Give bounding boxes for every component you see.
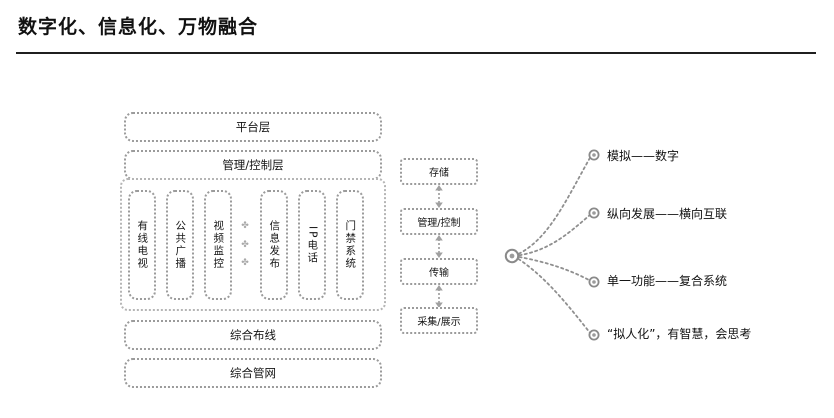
service-column-video-surveillance[interactable]: 视频监控 xyxy=(204,190,232,300)
layer-box-integrated-pipeline-label: 综合管网 xyxy=(230,366,276,380)
branch-node-center-icon xyxy=(592,153,596,157)
trend-item-vertical-to-horizontal: 纵向发展——横向互联 xyxy=(607,207,728,221)
hub-node-center-icon xyxy=(509,253,515,259)
flow-box-acquisition-display-label: 采集/展示 xyxy=(417,317,461,328)
branch-node-center-icon xyxy=(592,280,596,284)
service-column-information-release[interactable]: 信息发布 xyxy=(260,190,288,300)
left-architecture-stack: 平台层 管理/控制层 有线电视 公共广播 视频监控 ✤ ✤ ✤ 信息发布 IP电… xyxy=(120,112,386,388)
flow-box-transmission[interactable]: 传输 xyxy=(400,258,478,285)
flow-box-management-control-label: 管理/控制 xyxy=(417,218,461,229)
service-column-cable-tv[interactable]: 有线电视 xyxy=(128,190,156,300)
trend-item-anthropomorphic: “拟人化”，有智慧，会思考 xyxy=(607,327,752,341)
branch-connector-diagram xyxy=(504,149,600,341)
service-column-cable-tv-label: 有线电视 xyxy=(136,220,149,270)
service-columns-ellipsis: ✤ ✤ ✤ xyxy=(237,222,253,268)
layer-box-platform-label: 平台层 xyxy=(235,120,271,134)
service-column-video-surveillance-label: 视频监控 xyxy=(212,220,225,270)
flow-box-storage-label: 存储 xyxy=(429,168,449,179)
layer-box-platform[interactable]: 平台层 xyxy=(124,112,382,142)
flow-box-acquisition-display[interactable]: 采集/展示 xyxy=(400,307,478,334)
ellipsis-dot-icon: ✤ xyxy=(241,221,249,231)
layer-box-management-control-label: 管理/控制层 xyxy=(222,158,284,172)
ellipsis-dot-icon: ✤ xyxy=(241,239,249,250)
trend-item-single-to-composite: 单一功能——复合系统 xyxy=(607,274,728,288)
service-column-access-control-label: 门禁系统 xyxy=(344,220,357,270)
double-arrow-icon xyxy=(435,285,443,308)
flow-box-transmission-label: 传输 xyxy=(429,268,449,279)
branch-node-center-icon xyxy=(592,211,596,215)
layer-box-structured-cabling-label: 综合布线 xyxy=(230,328,276,342)
trend-item-analog-to-digital: 模拟——数字 xyxy=(607,149,680,163)
flow-box-management-control[interactable]: 管理/控制 xyxy=(400,208,478,235)
page-title: 数字化、信息化、万物融合 xyxy=(18,16,259,38)
layer-box-integrated-pipeline[interactable]: 综合管网 xyxy=(124,358,382,388)
ellipsis-dot-icon: ✤ xyxy=(241,258,249,268)
layer-box-management-control[interactable]: 管理/控制层 xyxy=(124,150,382,180)
middle-flow-stack: 存储 管理/控制 传输 采集/展示 xyxy=(400,158,478,336)
right-trend-branches: 模拟——数字 纵向发展——横向互联 单一功能——复合系统 “拟人化”，有智慧，会… xyxy=(490,130,834,360)
title-divider xyxy=(16,52,816,54)
double-arrow-icon xyxy=(435,235,443,258)
service-column-information-release-label: 信息发布 xyxy=(268,220,281,270)
service-column-access-control[interactable]: 门禁系统 xyxy=(336,190,364,300)
service-column-ip-phone[interactable]: IP电话 xyxy=(298,190,326,300)
service-column-public-broadcast-label: 公共广播 xyxy=(174,220,187,270)
service-column-ip-phone-label: IP电话 xyxy=(306,225,319,265)
flow-box-storage[interactable]: 存储 xyxy=(400,158,478,185)
double-arrow-icon xyxy=(435,185,443,208)
layer-box-structured-cabling[interactable]: 综合布线 xyxy=(124,320,382,350)
branch-node-center-icon xyxy=(592,333,596,337)
service-column-public-broadcast[interactable]: 公共广播 xyxy=(166,190,194,300)
